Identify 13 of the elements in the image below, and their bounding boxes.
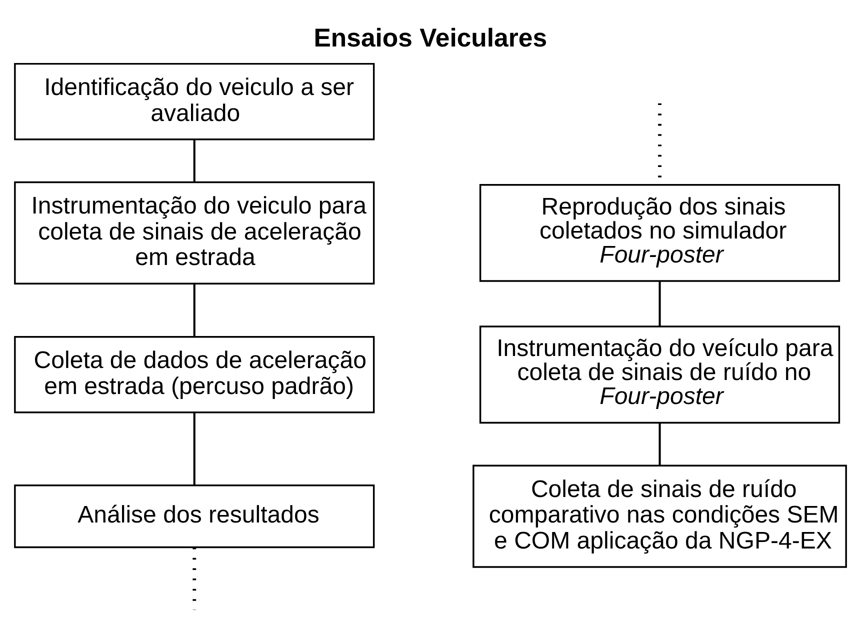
connector (193, 412, 196, 485)
diagram-title: Ensaios Veiculares (314, 24, 548, 52)
connector (658, 422, 661, 465)
connector (193, 283, 196, 336)
connector (193, 139, 196, 182)
node-box: Reprodução dos sinais coletados no simulador Four-poster (479, 184, 840, 282)
connector (658, 280, 661, 326)
node-box: Instrumentação do veículo para coleta de sinais de ruído no Four-poster (479, 325, 840, 424)
node-box: Coleta de sinais de ruído comparativo nas condições SEM e COM aplicação da NGP-4-EX (472, 464, 847, 568)
node-box: Coleta de dados de aceleração em estrada (percuso padrão) (14, 336, 375, 413)
node-box: Instrumentação do veiculo para coleta de sinais de aceleração em estrada (14, 180, 375, 284)
node-box: Análise dos resultados (14, 484, 375, 548)
node-box: Identificação do veiculo a ser avaliado (14, 62, 375, 140)
